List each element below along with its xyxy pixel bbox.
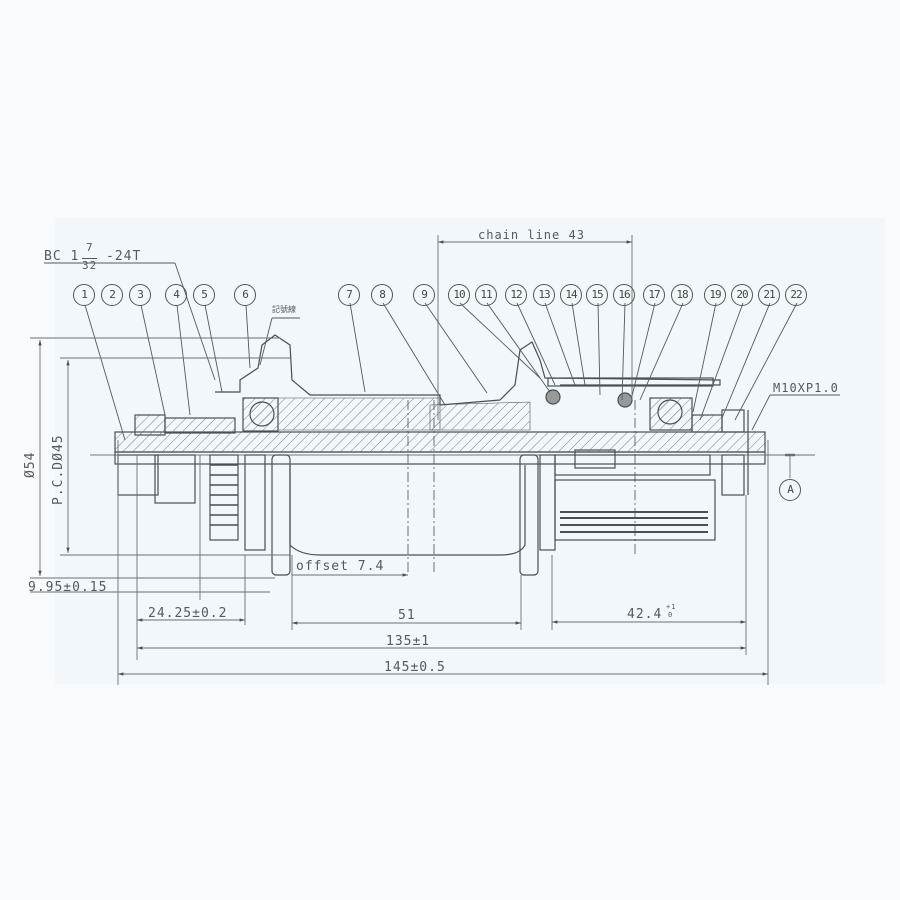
part-balloon: 19	[704, 284, 726, 306]
part-balloon: 5	[193, 284, 215, 306]
part-balloon: 6	[234, 284, 256, 306]
thread-spec-denominator: 32	[82, 258, 98, 272]
over-locknut-dim: 135±1	[386, 634, 431, 649]
thread-spec-prefix: BC 1	[44, 249, 80, 264]
part-balloon: 1	[73, 284, 95, 306]
part-balloon: 21	[758, 284, 780, 306]
freehub-length-dim: 42.4	[627, 607, 663, 622]
part-balloon: 4	[165, 284, 187, 306]
part-balloon: 10	[448, 284, 470, 306]
freehub-tol-upper: +1	[666, 603, 677, 611]
part-balloon: 20	[731, 284, 753, 306]
part-balloon: 11	[475, 284, 497, 306]
part-balloon: 18	[671, 284, 693, 306]
axle-length-dim: 145±0.5	[384, 660, 446, 675]
flange-diameter-dim: Ø54	[23, 451, 38, 478]
left-flange-distance-dim: 24.25±0.2	[148, 606, 228, 621]
part-balloon: 14	[560, 284, 582, 306]
part-balloon: 16	[613, 284, 635, 306]
part-balloon: 22	[785, 284, 807, 306]
offset-dim: offset 7.4	[296, 559, 385, 574]
thread-spec-suffix: -24T	[106, 249, 142, 264]
part-balloon: 2	[101, 284, 123, 306]
chain-line-label: chain line 43	[478, 228, 585, 242]
thread-spec-numerator: 7	[86, 241, 94, 254]
part-balloon: 17	[643, 284, 665, 306]
part-balloon: 7	[338, 284, 360, 306]
part-balloon: 12	[505, 284, 527, 306]
axle	[114, 431, 766, 453]
part-balloon: 15	[586, 284, 608, 306]
part-balloon: 3	[129, 284, 151, 306]
part-balloon: 8	[371, 284, 393, 306]
axle-thread-label: M10XP1.0	[773, 381, 839, 395]
pcd-dim: P.C.DØ45	[51, 434, 66, 505]
left-spacing-dim: 9.95±0.15	[28, 580, 108, 595]
flange-spacing-dim: 51	[398, 608, 416, 623]
freehub-tol-lower: 0	[668, 611, 674, 619]
part-balloon: 13	[533, 284, 555, 306]
datum-a-marker: A	[779, 479, 801, 501]
part-balloon: 9	[413, 284, 435, 306]
reference-line-note: 記號線	[272, 305, 296, 314]
